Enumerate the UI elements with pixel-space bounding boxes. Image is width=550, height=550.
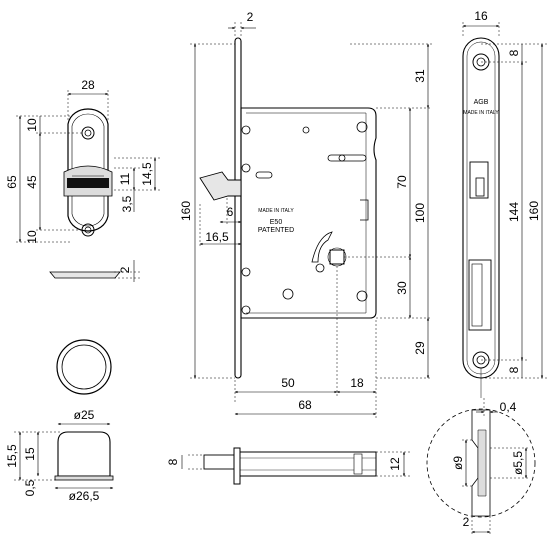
strike-bottom-offset-label: 10 <box>25 230 39 244</box>
lock-made-in-label: MADE IN ITALY <box>258 208 294 214</box>
latch-depth-label: 16,5 <box>205 230 229 244</box>
countersink-detail: ø9 ø5,5 0,4 2 <box>426 368 536 536</box>
lock-body: MADE IN ITALY E50 PATENTED 2 160 31 70 1… <box>179 10 432 418</box>
faceplate-height-label: 160 <box>527 201 541 221</box>
top-to-follower-label: 31 <box>413 69 427 83</box>
latch-view-projection-label: 8 <box>166 458 180 465</box>
strike-top-offset-label: 10 <box>25 118 39 132</box>
backset-label: 50 <box>281 376 295 390</box>
follower-to-key-label: 70 <box>395 175 409 189</box>
lock-patented-label: PATENTED <box>258 227 294 234</box>
case-offset-label: 18 <box>350 376 364 390</box>
key-to-bottom-label: 30 <box>395 281 409 295</box>
strike-slot-height-label: 11 <box>118 172 132 185</box>
detail-thickness-label: 2 <box>463 515 470 529</box>
strike-plate: 28 65 45 10 10 11 14,5 3,5 2 <box>5 78 160 282</box>
rosette-base-label: 0,5 <box>23 479 37 496</box>
lock-model-label: E50 <box>270 219 283 226</box>
faceplate-width-label: 16 <box>474 9 488 23</box>
rosette-body-height-label: 15 <box>23 447 37 461</box>
latch-projection-label: 6 <box>227 205 234 219</box>
faceplate-brand-label: AGB <box>474 99 489 106</box>
strike-plate-outline <box>67 108 109 232</box>
faceplate-thickness-label: 2 <box>247 10 254 24</box>
latch-view-thickness-label: 12 <box>388 457 402 471</box>
latch-side-view: 8 12 <box>166 447 410 485</box>
detail-offset-label: 0,4 <box>500 400 517 414</box>
strike-hole-spacing-label: 45 <box>25 175 39 189</box>
lock-height-label: 160 <box>179 201 193 221</box>
detail-outer-diameter-label: ø5,5 <box>511 451 525 475</box>
case-depth-label: 68 <box>298 398 312 412</box>
detail-inner-diameter-label: ø9 <box>451 456 465 470</box>
strike-height-label: 65 <box>5 175 19 189</box>
cover-rosette: ø25 ø26,5 15,5 15 0,5 <box>5 339 114 503</box>
lock-case <box>240 107 377 319</box>
bottom-margin-label: 29 <box>413 341 427 355</box>
rosette-outer-diameter-label: ø26,5 <box>69 489 100 503</box>
faceplate-hole-spacing-label: 144 <box>507 202 521 222</box>
strike-slot-depth-label: 14,5 <box>140 162 154 186</box>
strike-thickness-label: 2 <box>118 266 132 273</box>
faceplate-top-margin-label: 8 <box>507 49 521 56</box>
strike-slot-offset-label: 3,5 <box>120 195 134 212</box>
rosette-total-height-label: 15,5 <box>5 444 19 468</box>
follower-square <box>329 249 345 265</box>
faceplate-made-in-label: MADE IN ITALY <box>463 110 499 116</box>
rosette-inner-diameter-label: ø25 <box>74 408 95 422</box>
strike-width-label: 28 <box>81 78 95 92</box>
faceplate-front: AGB MADE IN ITALY 16 8 144 8 160 <box>462 9 548 379</box>
body-height-label: 100 <box>413 203 427 223</box>
latch-bolt <box>199 171 242 201</box>
faceplate-bottom-margin-label: 8 <box>507 366 521 373</box>
